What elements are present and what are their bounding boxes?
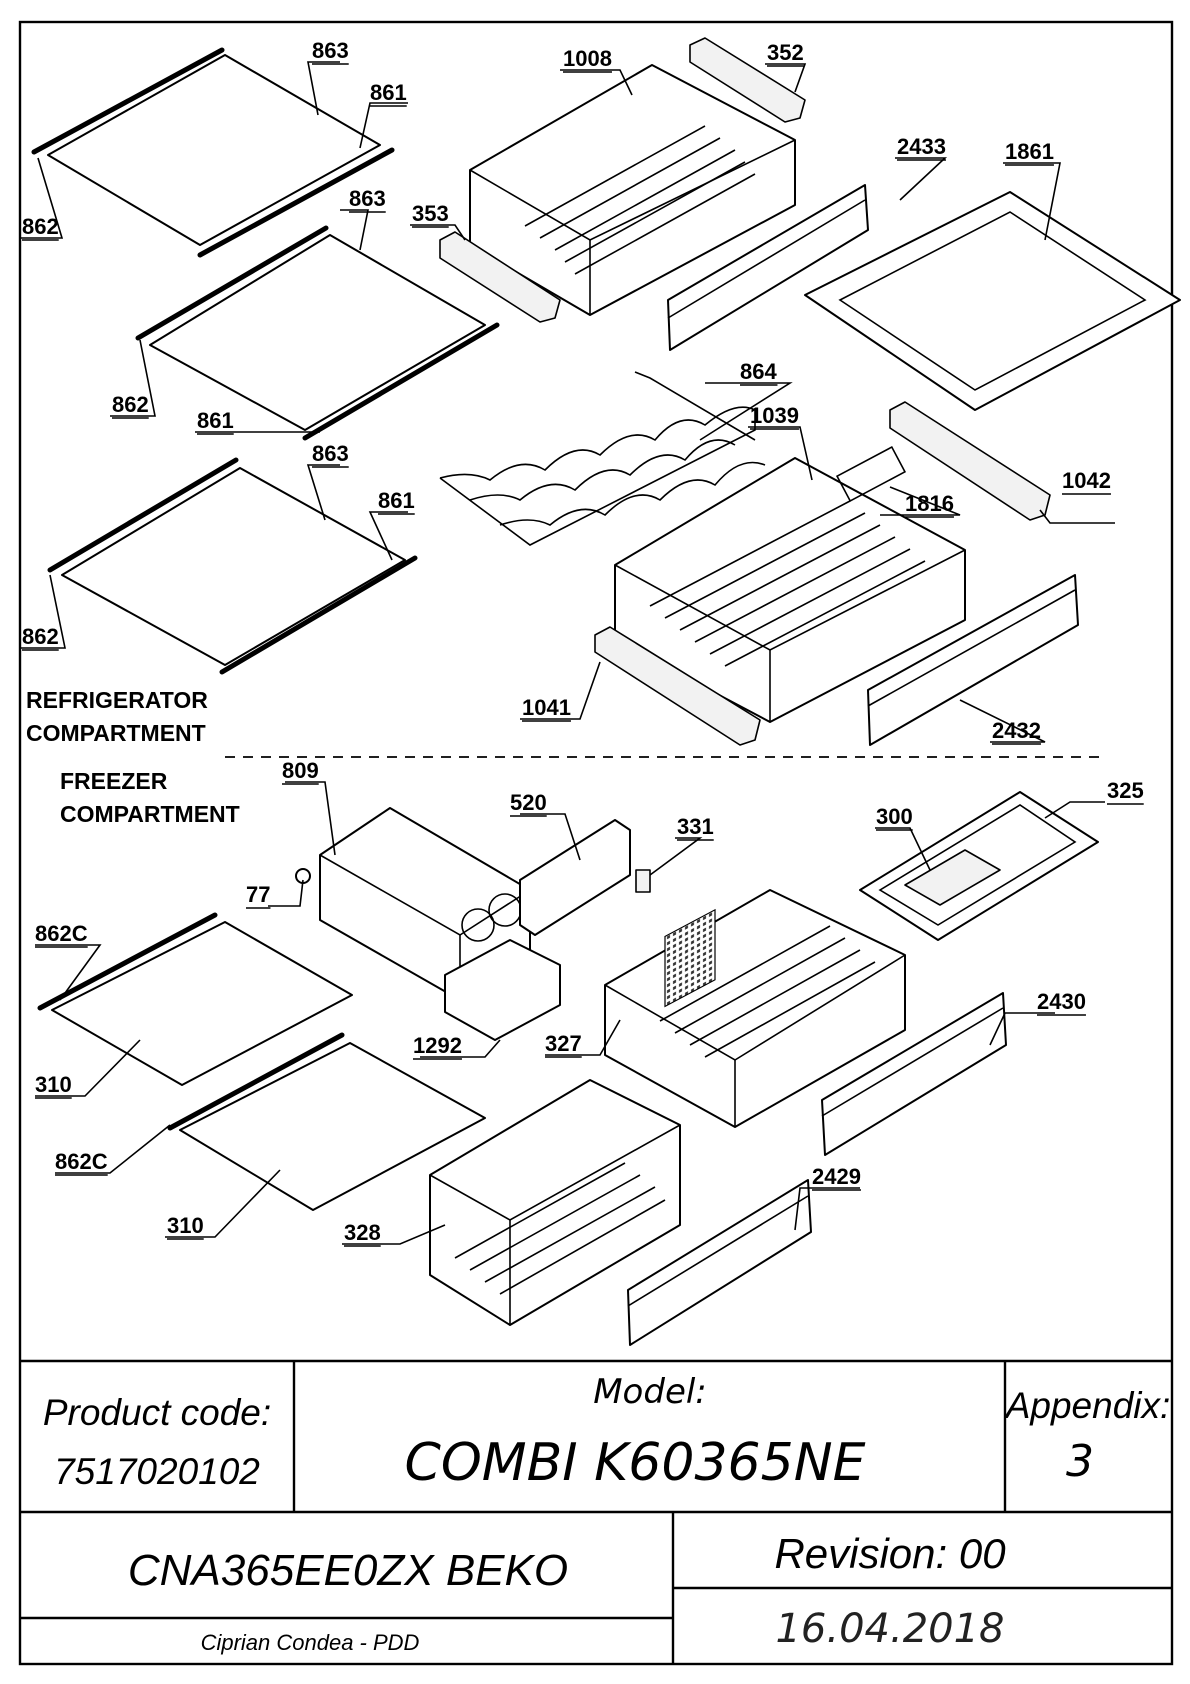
- drawer-rail-352: [689, 37, 806, 123]
- drawer-front-2432: [867, 574, 1079, 746]
- freezer-basket-328: [429, 1079, 681, 1326]
- part-label: 1042: [1062, 468, 1111, 493]
- part-label: 861: [370, 80, 407, 105]
- drawer-front-2433: [667, 184, 869, 351]
- part-label: 862: [22, 624, 59, 649]
- drawing-frame: [18, 20, 1174, 1666]
- part-label: 863: [349, 186, 386, 211]
- part-label: 1816: [905, 491, 954, 516]
- crisper-drawer-1008: [469, 64, 796, 316]
- part-label: 863: [312, 441, 349, 466]
- part-label: 864: [740, 359, 777, 384]
- drawer-front-2429: [627, 1179, 812, 1346]
- drawer-rail-353: [439, 231, 561, 323]
- part-label: 862C: [55, 1149, 108, 1174]
- product-code: 7517020102: [54, 1451, 260, 1492]
- drawer-rail-1042: [889, 401, 1051, 521]
- part-label: 325: [1107, 778, 1144, 803]
- refrigerator-label: REFRIGERATOR: [26, 687, 208, 713]
- author: Ciprian Condea - PDD: [201, 1630, 420, 1655]
- part-label: 2433: [897, 134, 946, 159]
- freezer-shelf-1: [37, 912, 353, 1086]
- part-label: 862: [112, 392, 149, 417]
- part-label: 862: [22, 214, 59, 239]
- part-label: 310: [35, 1072, 72, 1097]
- part-label: 327: [545, 1031, 582, 1056]
- part-label: 1039: [750, 403, 799, 428]
- label-plate-1816: [835, 446, 907, 502]
- title-block: Product code: 7517020102 Model: COMBI K6…: [20, 1359, 1172, 1664]
- glass-shelf-3: [47, 457, 418, 675]
- part-label: 2430: [1037, 989, 1086, 1014]
- icemaker-809: [319, 807, 561, 1041]
- drawer-front-2430: [821, 992, 1007, 1156]
- part-label: 77: [246, 882, 270, 907]
- part-label: 1292: [413, 1033, 462, 1058]
- product-code-label: Product code:: [43, 1392, 271, 1433]
- part-label: 310: [167, 1213, 204, 1238]
- leader-lines: [20, 61, 1115, 1245]
- freezer-drawer-327: [604, 889, 906, 1128]
- part-label: 1008: [563, 46, 612, 71]
- part-label: 1861: [1005, 139, 1054, 164]
- appendix-label: Appendix:: [1004, 1385, 1171, 1426]
- date: 16.04.2018: [775, 1606, 1004, 1652]
- part-label: 863: [312, 38, 349, 63]
- part-label: 328: [344, 1220, 381, 1245]
- appendix-number: 3: [1066, 1436, 1094, 1487]
- part-label: 353: [412, 201, 449, 226]
- drawer-rail-1041: [594, 626, 761, 746]
- freezer-shelf-2: [167, 1032, 486, 1211]
- freezer-label: COMPARTMENT: [60, 801, 240, 827]
- glass-shelf-1: [31, 47, 395, 258]
- ice-cube-tray-300: [904, 849, 1001, 906]
- part-label: 2429: [812, 1164, 861, 1189]
- refrigerator-label: COMPARTMENT: [26, 720, 206, 746]
- model-name: COMBI K60365NE: [405, 1433, 866, 1493]
- part-label: 2432: [992, 718, 1041, 743]
- part-label: 300: [876, 804, 913, 829]
- part-label: 1041: [522, 695, 571, 720]
- part-label: 862C: [35, 921, 88, 946]
- crisper-cover-1861: [804, 191, 1181, 411]
- part-label: 861: [378, 488, 415, 513]
- air-duct-520: [519, 819, 631, 936]
- wine-rack-864: [439, 371, 766, 546]
- revision: Revision: 00: [774, 1530, 1006, 1577]
- part-labels: 863 861 862 863 862 861 863 861 862 1008…: [22, 38, 1144, 1247]
- crisper-drawer-1039: [614, 446, 966, 723]
- part-label: 520: [510, 790, 547, 815]
- clip-331: [635, 869, 651, 893]
- product-name: CNA365EE0ZX BEKO: [128, 1546, 568, 1595]
- part-label: 809: [282, 758, 319, 783]
- part-label: 861: [197, 408, 234, 433]
- part-label: 331: [677, 814, 714, 839]
- freezer-label: FREEZER: [60, 768, 168, 794]
- glass-shelf-2: [135, 225, 500, 441]
- model-label: Model:: [593, 1372, 707, 1412]
- part-label: 352: [767, 40, 804, 65]
